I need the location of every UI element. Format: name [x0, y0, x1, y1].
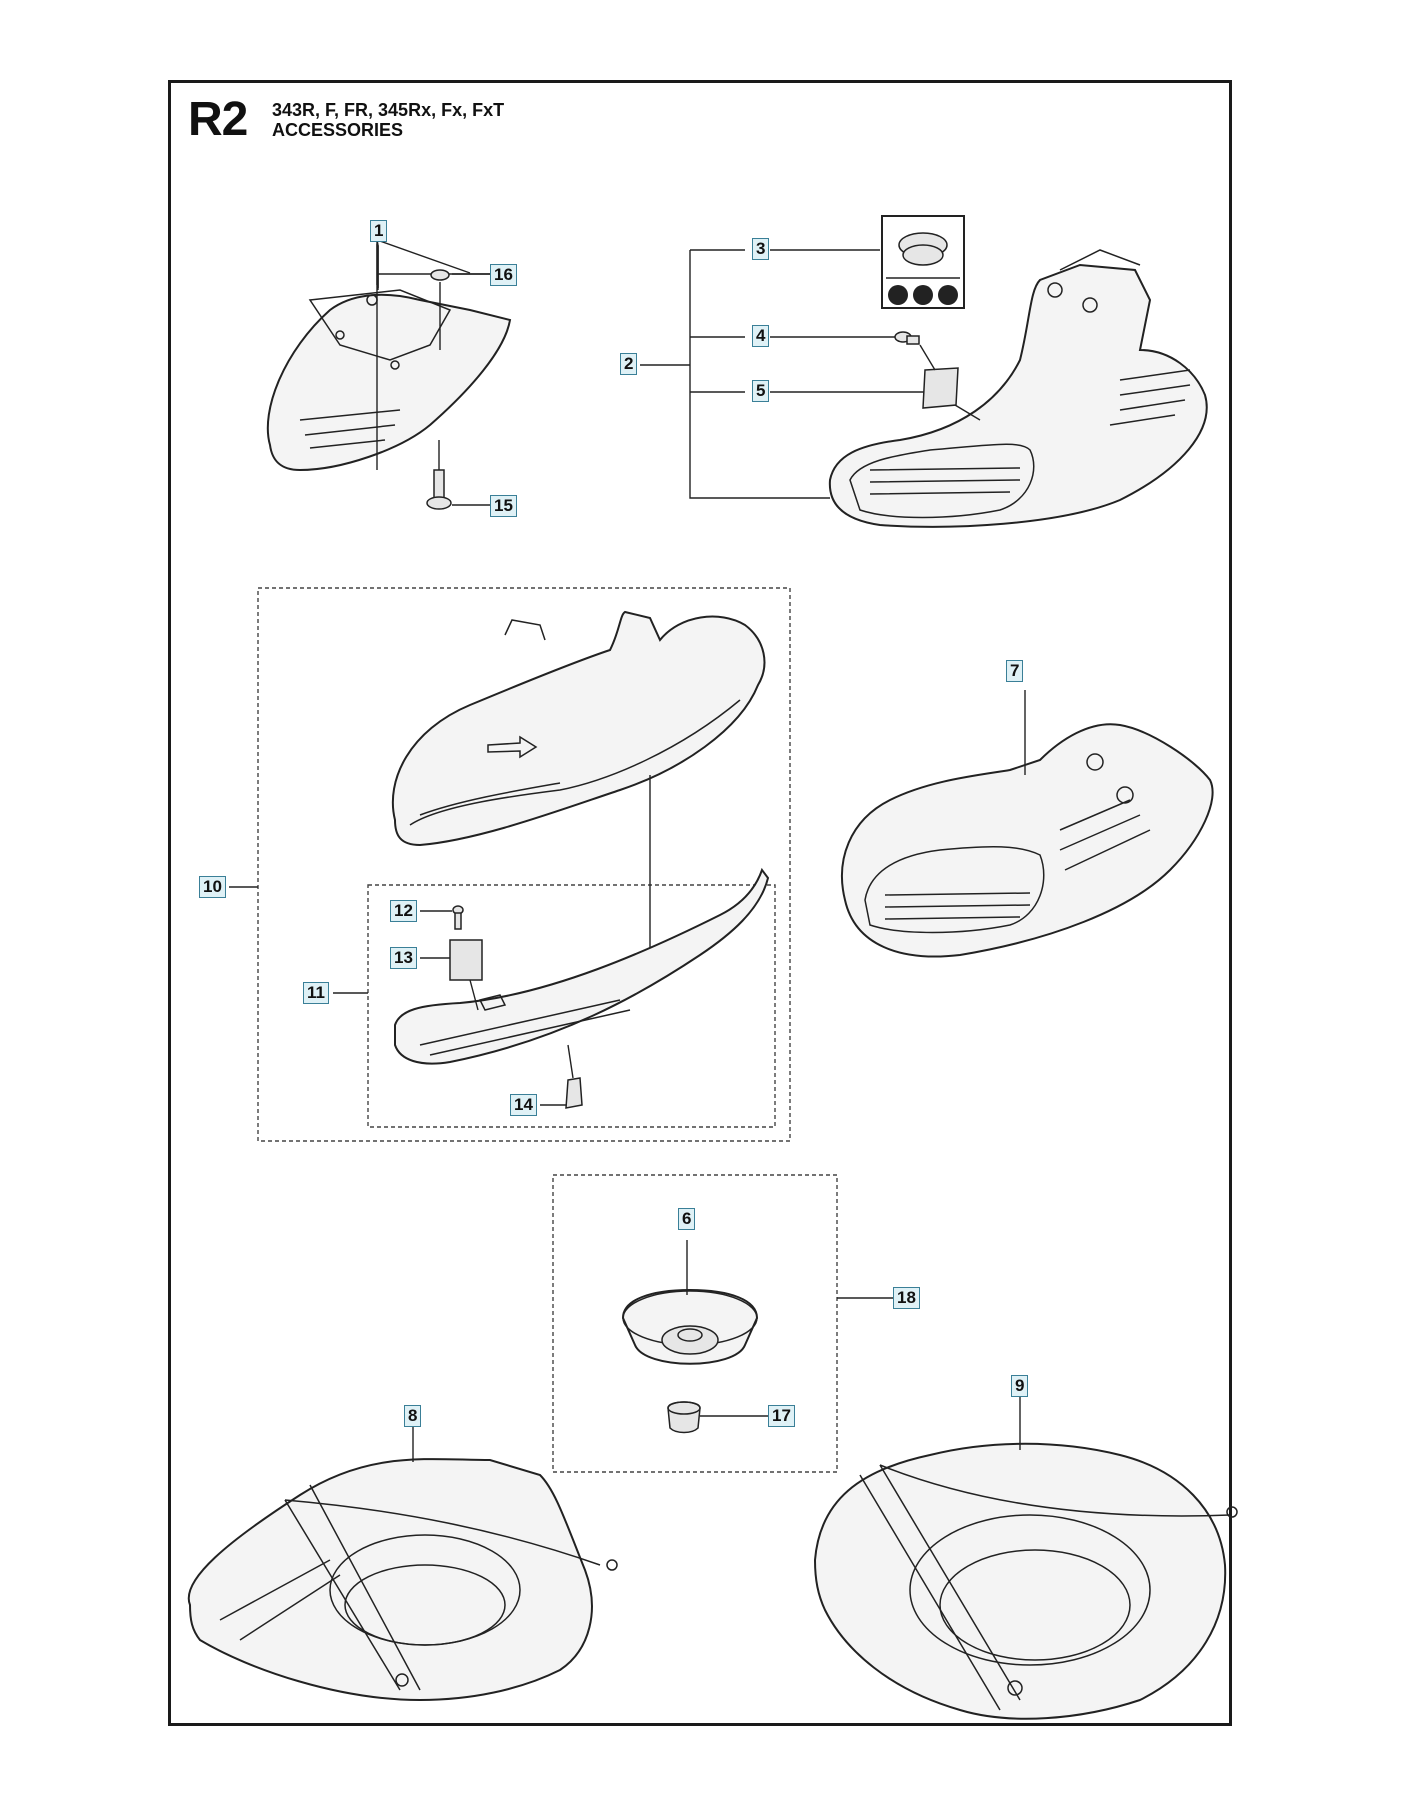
callout-9[interactable]: 9	[1011, 1375, 1029, 1397]
callout-13[interactable]: 13	[390, 947, 417, 969]
part-12-screw	[420, 905, 464, 930]
callout-8[interactable]: 8	[404, 1405, 422, 1427]
callout-12[interactable]: 12	[390, 900, 417, 922]
part-10-guard	[391, 610, 766, 847]
page-title: ACCESSORIES	[272, 120, 404, 140]
part-3-trimmer-head-box	[881, 215, 965, 309]
part-13-plate	[420, 939, 483, 1011]
part-4-screw	[894, 331, 920, 345]
part-5-plate	[919, 344, 981, 421]
callout-17[interactable]: 17	[768, 1405, 795, 1427]
group-18-box	[552, 1174, 838, 1473]
callout-10[interactable]: 10	[199, 876, 226, 898]
part-7-guard	[841, 723, 1214, 958]
callout-5[interactable]: 5	[752, 380, 770, 402]
callout-18[interactable]: 18	[893, 1287, 920, 1309]
part-14-clip	[540, 1044, 583, 1109]
part-6-drive-disc	[621, 1288, 759, 1365]
part-15-screw	[426, 440, 490, 510]
callout-2[interactable]: 2	[620, 353, 638, 375]
callout-11[interactable]: 11	[303, 982, 329, 1004]
part-2-guard	[828, 249, 1208, 528]
callout-7[interactable]: 7	[1006, 660, 1024, 682]
callout-15[interactable]: 15	[490, 495, 517, 517]
group-11-box	[367, 884, 776, 1128]
diagram-frame	[168, 80, 1232, 1726]
model-list: 343R, F, FR, 345Rx, Fx, FxT	[272, 100, 505, 120]
callout-16[interactable]: 16	[490, 264, 517, 286]
group-10-box	[257, 587, 791, 1142]
callout-1[interactable]: 1	[370, 220, 388, 242]
callout-3[interactable]: 3	[752, 238, 770, 260]
part-9-grass-guard	[813, 1442, 1238, 1720]
callout-4[interactable]: 4	[752, 325, 770, 347]
part-1-guard	[266, 289, 512, 472]
section-code: R2	[188, 93, 248, 146]
callout-14[interactable]: 14	[510, 1094, 537, 1116]
part-17-nut	[667, 1401, 768, 1434]
part-8-grass-guard	[187, 1458, 618, 1702]
part-16-washer	[430, 269, 450, 281]
part-11-strip	[394, 867, 770, 1065]
callout-6[interactable]: 6	[678, 1208, 696, 1230]
